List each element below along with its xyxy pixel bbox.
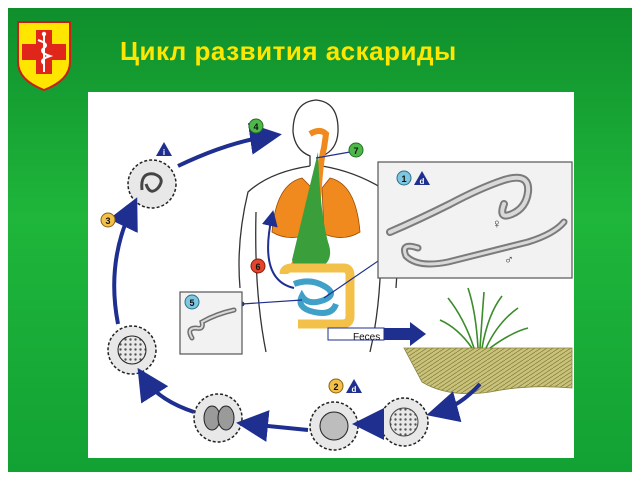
stomach-icon [292, 152, 331, 270]
larva-line [241, 299, 303, 305]
soil-icon [403, 347, 573, 394]
life-cycle-svg: ♀ ♂ [100, 99, 573, 451]
egg-two-cell-icon [193, 393, 243, 443]
stage-badge-3: 3 [100, 212, 116, 228]
page-title: Цикл развития аскариды [120, 36, 457, 66]
migration-arrow-lungs [262, 210, 295, 289]
egg-unembryonated-icon [309, 401, 359, 451]
stage-badge-1: 1 d [396, 170, 430, 186]
cycle-arrows [108, 122, 384, 442]
svg-text:3: 3 [105, 216, 110, 226]
swallow-line [315, 151, 351, 159]
svg-text:5: 5 [189, 298, 194, 308]
stage-badge-5: 5 [184, 294, 200, 310]
male-symbol: ♂ [504, 252, 514, 267]
feces-label: Feces [353, 332, 381, 343]
svg-text:i: i [163, 148, 165, 157]
stage-badge-6: 6 [250, 258, 266, 274]
egg-embryonated-icon [379, 397, 429, 447]
egg-larva-icon [127, 159, 177, 209]
small-intestine-icon [292, 278, 339, 316]
life-cycle-diagram: ♀ ♂ [88, 92, 574, 458]
stage-badge-4: 4 [248, 118, 264, 134]
svg-text:7: 7 [353, 146, 358, 156]
svg-text:6: 6 [255, 262, 260, 272]
caduceus-icon [37, 34, 54, 72]
slide-background: Цикл развития аскариды [8, 8, 632, 472]
infective-stage-marker: i [156, 142, 172, 157]
svg-text:1: 1 [401, 174, 406, 184]
svg-text:d: d [420, 177, 425, 186]
grass-icon [439, 287, 529, 349]
soil-to-egg-arrow [426, 382, 482, 423]
female-symbol: ♀ [492, 216, 502, 231]
egg-multi-cell-icon [107, 325, 157, 375]
svg-text:d: d [352, 385, 357, 394]
svg-text:4: 4 [253, 122, 258, 132]
stage-badge-2: 2 d [328, 378, 362, 394]
feces-arrow [327, 322, 426, 346]
stage-badge-7: 7 [348, 142, 364, 158]
medical-logo [17, 21, 71, 92]
svg-text:2: 2 [333, 382, 338, 392]
large-intestine-icon [279, 263, 355, 329]
